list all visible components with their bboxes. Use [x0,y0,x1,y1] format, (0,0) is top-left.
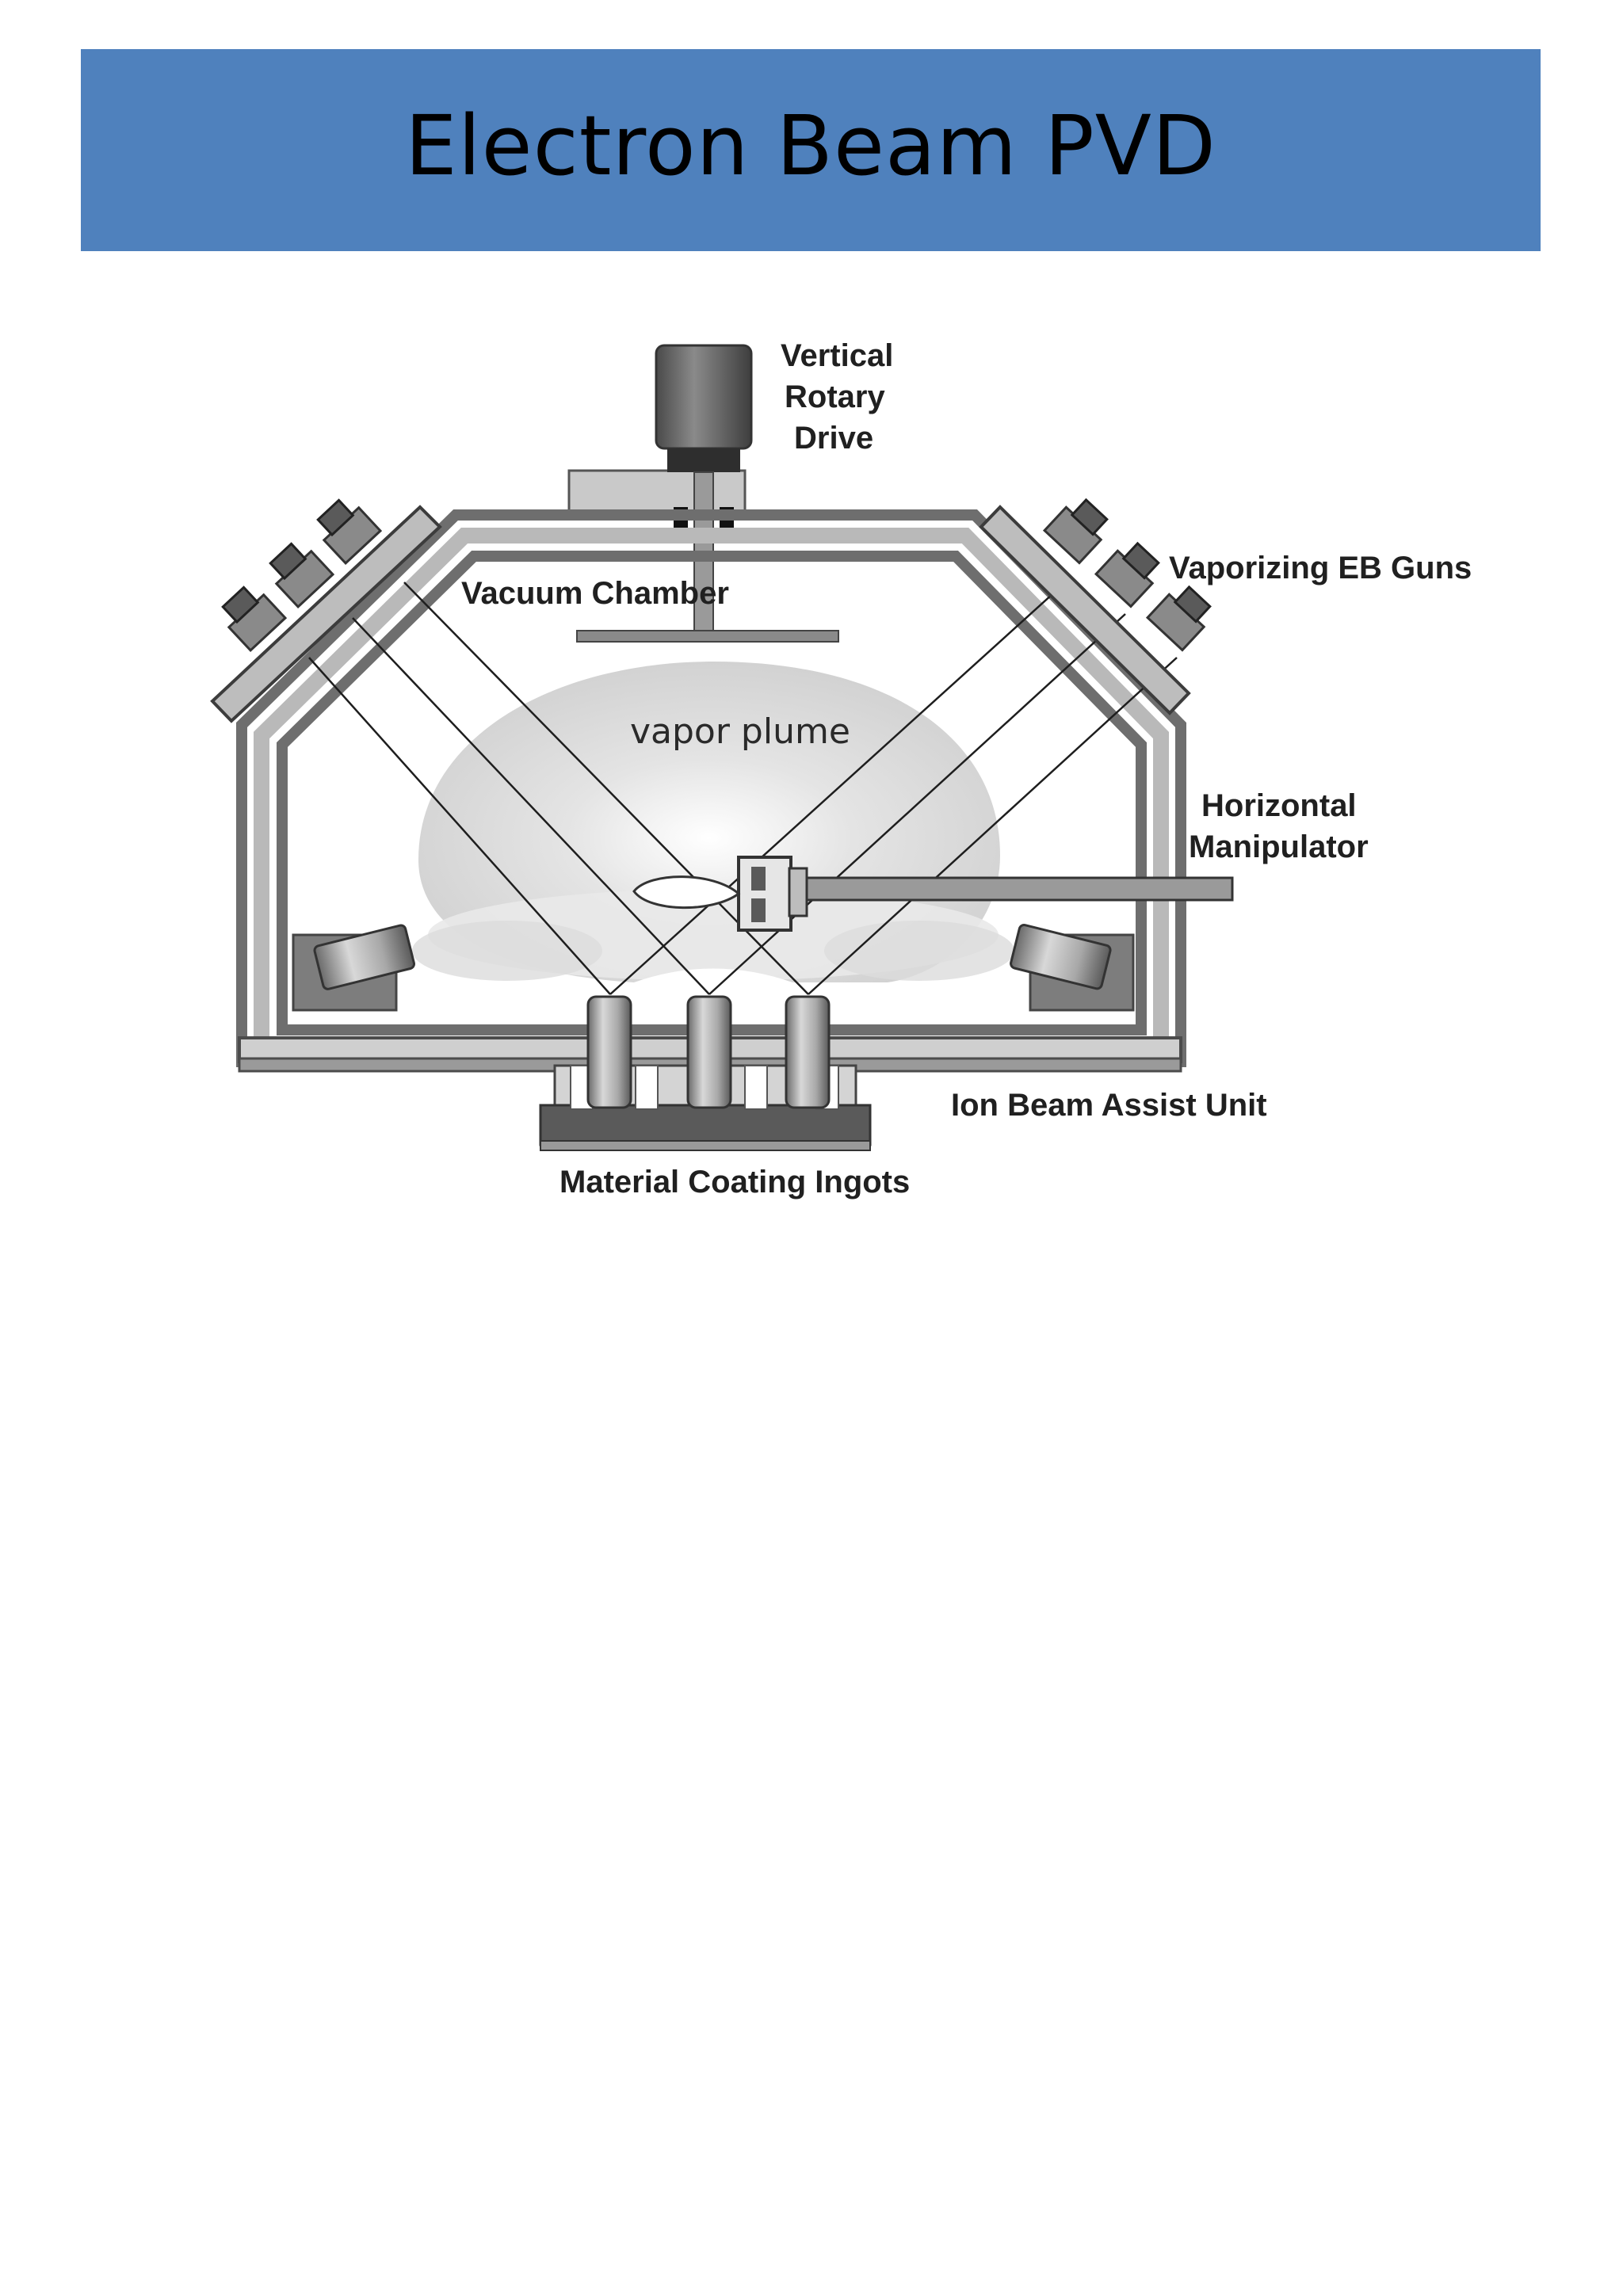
label-material-coating-ingots: Material Coating Ingots [559,1165,910,1199]
label-rotary: Rotary [785,379,885,414]
label-vertical: Vertical [781,338,893,373]
eb-guns-left [210,498,442,723]
eb-guns-right [979,498,1212,715]
vapor-plume [412,662,1014,982]
label-vapor-plume: vapor plume [630,711,850,752]
label-vacuum-chamber: Vacuum Chamber [461,576,729,611]
diagram-labels: Vertical Rotary Drive Vacuum Chamber Vap… [461,338,1472,1199]
label-drive: Drive [794,421,873,456]
title-banner: Electron Beam PVD [81,49,1541,251]
label-horizontal: Horizontal [1201,788,1357,823]
label-manipulator: Manipulator [1189,830,1369,864]
label-ion-beam-assist-unit: Ion Beam Assist Unit [951,1088,1267,1123]
title-banner-background [81,49,1541,251]
material-coating-ingots [539,995,872,1151]
vertical-rotary-drive [567,344,839,643]
page-title: Electron Beam PVD [405,97,1216,194]
label-vaporizing-eb-guns: Vaporizing EB Guns [1169,551,1472,585]
horizontal-manipulator [632,856,1234,932]
ion-beam-assist-unit [292,924,1135,1012]
